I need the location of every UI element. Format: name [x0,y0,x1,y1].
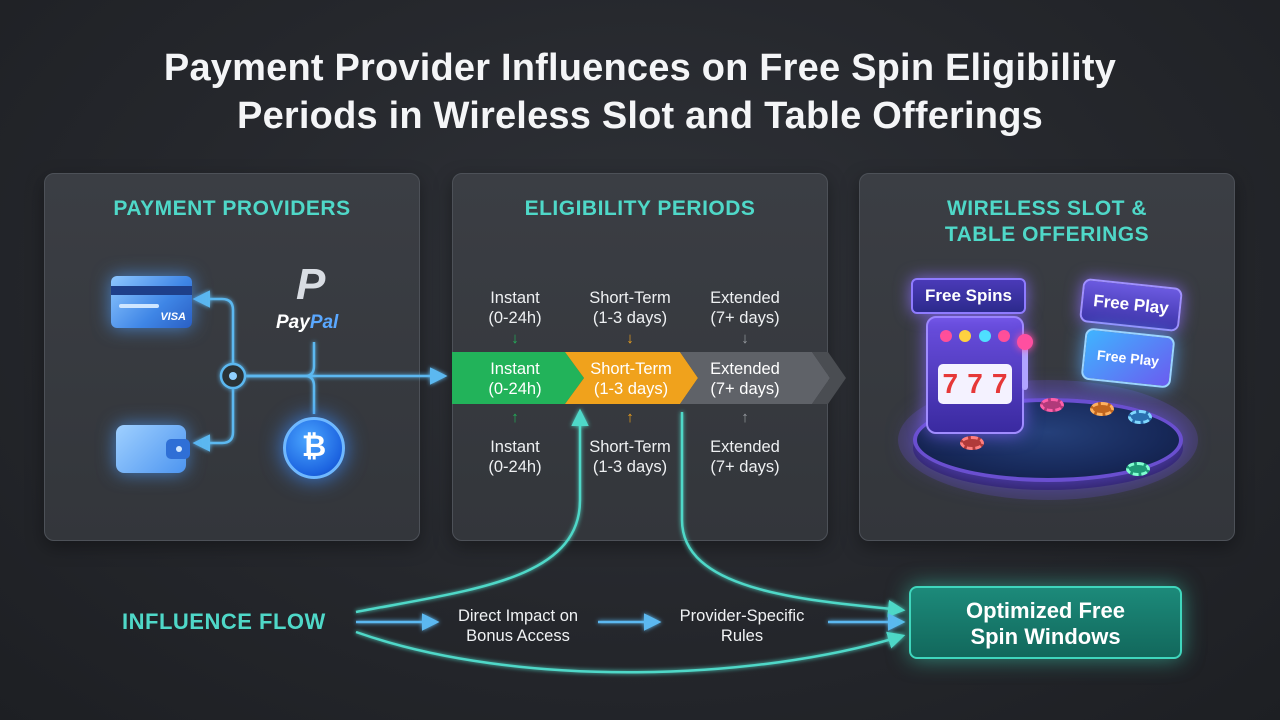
influence-flow-title: INFLUENCE FLOW [122,609,326,634]
slot-knob-icon [1017,334,1033,350]
offerings-title: WIRELESS SLOT & TABLE OFFERINGS [860,196,1234,248]
credit-card-icon: VISA [111,276,192,328]
slot-lever-icon [1022,344,1028,390]
title-line-1: Payment Provider Influences on Free Spin… [163,47,1117,89]
result-line-1: Optimized Free [966,598,1125,623]
paypal-logo-text: PayPal [276,312,339,333]
period-label-top-extended: Extended(7+ days) [710,289,780,327]
paypal-icon: P PayPal [276,262,352,338]
up-arrow-extended-icon: ↑ [741,409,749,426]
poker-chip-icon [1090,402,1114,416]
down-arrow-instant-icon: ↓ [511,330,519,347]
card-number-line [119,304,159,308]
period-label-top-instant: Instant(0-24h) [488,289,542,327]
period-label-bottom-extended: Extended(7+ days) [710,438,780,476]
up-arrow-shortterm-icon: ↑ [626,409,634,426]
title-line-2: Periods in Wireless Slot and Table Offer… [237,95,1043,137]
band-label-instant: Instant(0-24h) [488,360,542,398]
offerings-title-line-2: TABLE OFFERINGS [944,223,1150,246]
band-label-extended: Extended(7+ days) [710,360,780,398]
visa-logo-text: VISA [160,311,186,323]
wallet-clasp [176,446,182,452]
poker-chip-icon [960,436,984,450]
poker-chip-icon [1040,398,1064,412]
bitcoin-icon: ₿ [283,417,345,479]
eligibility-periods-title: ELIGIBILITY PERIODS [524,197,756,220]
payment-providers-panel: PAYMENT PROVIDERS [44,173,420,541]
period-label-bottom-shortterm: Short-Term(1-3 days) [589,438,671,476]
down-arrow-extended-icon: ↓ [741,330,749,347]
optimized-windows-box: Optimized Free Spin Windows [909,586,1182,659]
period-label-bottom-instant: Instant(0-24h) [488,438,542,476]
up-arrow-instant-icon: ↑ [511,409,519,426]
card-stripe [111,286,192,295]
payment-providers-title: PAYMENT PROVIDERS [113,197,351,220]
free-play-ticket-badge: Free Play [1080,327,1176,389]
free-spins-badge: Free Spins [911,278,1026,314]
eligibility-periods-panel: ELIGIBILITY PERIODS [452,173,828,541]
period-label-top-shortterm: Short-Term(1-3 days) [589,289,671,327]
result-line-2: Spin Windows [970,624,1121,649]
slot-lights [940,330,1010,344]
page-title: Payment Provider Influences on Free Spin… [0,44,1280,140]
poker-chip-icon [1126,462,1150,476]
offerings-title-line-1: WIRELESS SLOT & [946,197,1147,220]
band-label-shortterm: Short-Term(1-3 days) [590,360,672,398]
paypal-p-glyph: P [296,260,326,309]
down-arrow-shortterm-icon: ↓ [626,330,634,347]
wallet-icon [116,425,190,473]
poker-chip-icon [1128,410,1152,424]
offerings-panel: WIRELESS SLOT & TABLE OFFERINGS [859,173,1235,541]
